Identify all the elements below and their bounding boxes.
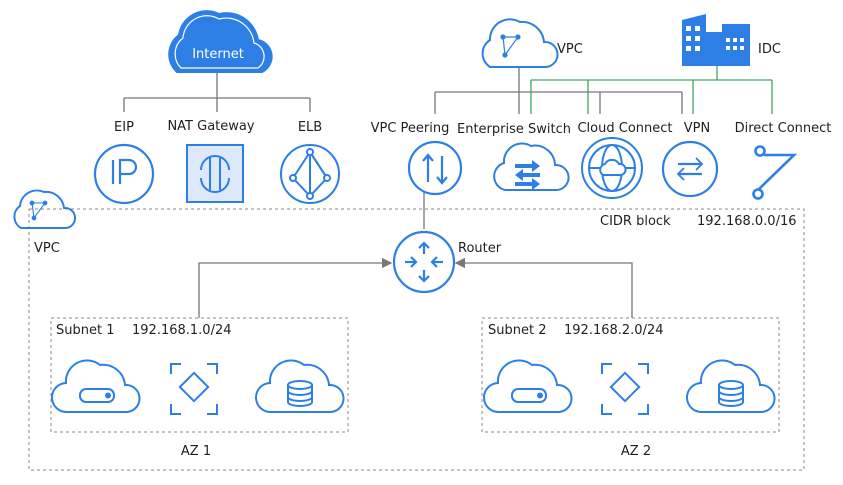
internet-cloud-icon [168, 10, 273, 73]
vpc-connector-lines [434, 68, 683, 114]
internet-connector-lines [123, 72, 311, 112]
az-1-label: AZ 1 [180, 444, 212, 459]
cloud-connect-icon [581, 137, 643, 199]
subnet-2-cidr: 192.168.2.0/24 [564, 323, 664, 338]
cidr-block-value: 192.168.0.0/16 [697, 214, 797, 229]
subnet-1-database-icon [255, 359, 345, 414]
router-label: Router [458, 241, 502, 256]
elb-icon [280, 144, 340, 204]
nat-gateway-label: NAT Gateway [167, 119, 255, 134]
vpc-label: VPC [34, 241, 60, 256]
enterprise-switch-label: Enterprise Switch [457, 122, 571, 137]
vpc-peering-icon [407, 140, 463, 196]
subnet-1-cidr: 192.168.1.0/24 [132, 323, 232, 338]
direct-connect-label: Direct Connect [734, 121, 832, 136]
cidr-block-label: CIDR block [600, 214, 671, 229]
cloud-connect-label: Cloud Connect [577, 121, 673, 136]
idc-building-icon [682, 14, 750, 66]
subnet-2-boundary [481, 317, 780, 433]
router-arrows [198, 257, 633, 318]
local-vpc-cloud-icon [13, 189, 76, 229]
subnet-1-ecs-icon [51, 359, 141, 414]
subnet-2-ecs-icon [483, 359, 573, 414]
vpn-icon [661, 140, 719, 198]
internet-label: Internet [192, 47, 244, 62]
remote-vpc-label: VPC [557, 42, 583, 57]
eip-icon [93, 143, 155, 205]
eip-label: EIP [114, 120, 134, 135]
elb-label: ELB [297, 120, 323, 135]
subnet-1-boundary [50, 317, 349, 433]
subnet-2-label: Subnet 2 [488, 323, 547, 338]
direct-connect-icon [752, 145, 798, 200]
nat-gateway-icon [186, 144, 244, 203]
remote-vpc-cloud-icon [481, 18, 559, 68]
vpn-label: VPN [683, 121, 711, 136]
idc-connector-lines [530, 65, 773, 114]
az-2-label: AZ 2 [620, 444, 652, 459]
idc-label: IDC [758, 42, 781, 57]
router-icon [392, 230, 456, 294]
subnet-1-image-icon [170, 363, 218, 415]
subnet-2-database-icon [686, 359, 776, 414]
subnet-2-image-icon [601, 363, 649, 415]
enterprise-switch-icon [493, 142, 570, 191]
subnet-1-label: Subnet 1 [56, 323, 115, 338]
vpc-boundary [28, 208, 805, 471]
vpc-peering-label: VPC Peering [370, 121, 450, 136]
